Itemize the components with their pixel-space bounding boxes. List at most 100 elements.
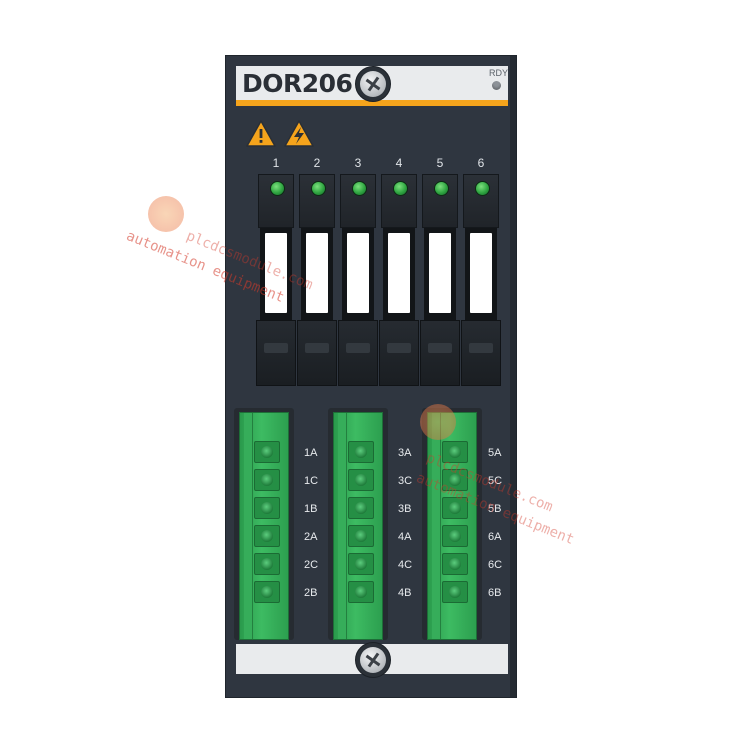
pin-hole	[355, 502, 367, 514]
screw-head	[360, 71, 386, 97]
relay-base	[297, 320, 337, 386]
relay-3[interactable]	[338, 174, 378, 386]
warning-triangle-icon	[246, 120, 276, 147]
relay-body	[301, 228, 333, 320]
relay-body	[465, 228, 497, 320]
relay-status-led	[352, 181, 367, 196]
terminal-pin[interactable]	[348, 581, 374, 603]
relay-head	[422, 174, 458, 228]
relay-body	[260, 228, 292, 320]
terminal-connector-2[interactable]	[333, 412, 383, 640]
terminal-pin[interactable]	[254, 525, 280, 547]
terminal-pin[interactable]	[254, 553, 280, 575]
relay-window	[306, 233, 328, 313]
module-side-edge	[510, 56, 516, 697]
high-voltage-icon	[284, 120, 314, 147]
terminal-label: 3B	[398, 503, 412, 515]
terminal-pin[interactable]	[348, 553, 374, 575]
terminal-label: 5C	[488, 475, 503, 487]
terminal-label: 6B	[488, 587, 502, 599]
relay-window	[347, 233, 369, 313]
relay-2[interactable]	[297, 174, 337, 386]
relay-head	[299, 174, 335, 228]
channel-number: 5	[436, 156, 444, 170]
pin-hole	[261, 502, 273, 514]
relay-base	[338, 320, 378, 386]
model-name: DOR206	[242, 69, 353, 98]
terminal-label: 1A	[304, 447, 318, 459]
terminal-label: 3A	[398, 447, 412, 459]
screw-head	[360, 647, 386, 673]
channel-number: 3	[354, 156, 362, 170]
rdy-label: RDY	[489, 68, 509, 78]
terminal-pin[interactable]	[442, 469, 468, 491]
pin-hole	[261, 558, 273, 570]
terminal-pin[interactable]	[254, 469, 280, 491]
relay-status-led	[434, 181, 449, 196]
relay-head	[381, 174, 417, 228]
terminal-label: 3C	[398, 475, 413, 487]
relay-body	[424, 228, 456, 320]
relay-body	[383, 228, 415, 320]
channel-number: 6	[477, 156, 485, 170]
terminal-pin[interactable]	[442, 525, 468, 547]
terminal-pin[interactable]	[254, 581, 280, 603]
relay-base	[379, 320, 419, 386]
pin-hole	[261, 586, 273, 598]
terminal-label: 5B	[488, 503, 502, 515]
relay-6[interactable]	[461, 174, 501, 386]
pin-hole	[449, 502, 461, 514]
terminal-pin[interactable]	[348, 441, 374, 463]
terminal-connector-3[interactable]	[427, 412, 477, 640]
terminal-label: 1C	[304, 475, 319, 487]
pin-hole	[449, 530, 461, 542]
top-screw-icon[interactable]	[355, 66, 391, 102]
pin-hole	[355, 446, 367, 458]
terminal-label: 6A	[488, 531, 502, 543]
terminal-pin[interactable]	[348, 525, 374, 547]
terminal-label: 4C	[398, 559, 413, 571]
relay-status-led	[475, 181, 490, 196]
relay-base	[420, 320, 460, 386]
relay-base	[461, 320, 501, 386]
io-module: DOR206 RDY 1 2 3 4 5 6	[225, 55, 517, 698]
bottom-screw-icon[interactable]	[355, 642, 391, 678]
terminal-pin[interactable]	[442, 581, 468, 603]
pin-hole	[355, 474, 367, 486]
pin-hole	[355, 558, 367, 570]
relay-status-led	[311, 181, 326, 196]
channel-number: 2	[313, 156, 321, 170]
terminal-label: 2A	[304, 531, 318, 543]
terminal-label: 5A	[488, 447, 502, 459]
pin-hole	[355, 586, 367, 598]
relay-base	[256, 320, 296, 386]
terminal-pin[interactable]	[348, 497, 374, 519]
terminal-pin[interactable]	[254, 497, 280, 519]
terminal-pin[interactable]	[254, 441, 280, 463]
relay-status-led	[393, 181, 408, 196]
relay-window	[470, 233, 492, 313]
watermark-logo-icon	[148, 196, 184, 232]
relay-window	[388, 233, 410, 313]
terminal-label: 2B	[304, 587, 318, 599]
terminal-pin[interactable]	[442, 553, 468, 575]
terminal-connector-1[interactable]	[239, 412, 289, 640]
pin-hole	[449, 446, 461, 458]
relay-window	[265, 233, 287, 313]
terminal-pin[interactable]	[348, 469, 374, 491]
relay-window	[429, 233, 451, 313]
relay-head	[463, 174, 499, 228]
terminal-label: 4B	[398, 587, 412, 599]
relay-status-led	[270, 181, 285, 196]
pin-hole	[449, 558, 461, 570]
terminal-label: 2C	[304, 559, 319, 571]
relay-4[interactable]	[379, 174, 419, 386]
terminal-pin[interactable]	[442, 441, 468, 463]
pin-hole	[449, 474, 461, 486]
relay-5[interactable]	[420, 174, 460, 386]
rdy-led-indicator	[492, 81, 501, 90]
relay-1[interactable]	[256, 174, 296, 386]
watermark-logo-icon	[420, 404, 456, 440]
relay-head	[258, 174, 294, 228]
terminal-pin[interactable]	[442, 497, 468, 519]
